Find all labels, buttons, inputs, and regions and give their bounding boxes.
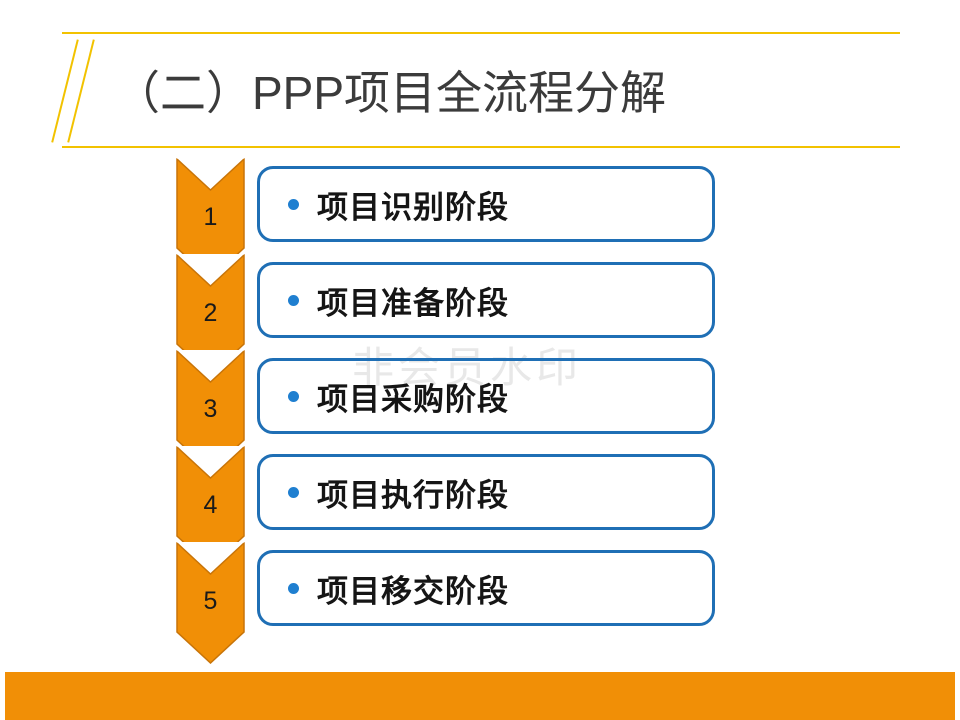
stage-label: 项目识别阶段 bbox=[317, 189, 509, 225]
step-number: 5 bbox=[203, 587, 218, 615]
process-flow: 1 项目识别阶段 2 项目准备阶段 bbox=[0, 158, 960, 668]
step-number: 2 bbox=[203, 299, 218, 327]
chevron-arrow-icon: 3 bbox=[176, 350, 245, 472]
stage-box-1[interactable]: 项目识别阶段 bbox=[257, 166, 715, 242]
bullet-icon bbox=[288, 294, 299, 306]
slash-icon-first bbox=[51, 39, 79, 143]
stage-label: 项目准备阶段 bbox=[317, 285, 509, 321]
flow-step-row: 5 项目移交阶段 bbox=[0, 542, 960, 664]
slash-icon-second bbox=[67, 39, 95, 143]
stage-label: 项目移交阶段 bbox=[317, 573, 509, 609]
bullet-icon bbox=[288, 390, 299, 402]
title-bottom-rule bbox=[62, 146, 900, 148]
chevron-arrow-icon: 2 bbox=[176, 254, 245, 376]
bullet-icon bbox=[288, 582, 299, 594]
bullet-icon bbox=[288, 486, 299, 498]
step-number: 4 bbox=[203, 491, 218, 519]
flow-step-row: 2 项目准备阶段 bbox=[0, 254, 960, 376]
stage-label: 项目采购阶段 bbox=[317, 381, 509, 417]
stage-label: 项目执行阶段 bbox=[317, 477, 509, 513]
stage-box-2[interactable]: 项目准备阶段 bbox=[257, 262, 715, 338]
footer-accent-bar bbox=[5, 672, 955, 720]
stage-box-5[interactable]: 项目移交阶段 bbox=[257, 550, 715, 626]
flow-step-row: 1 项目识别阶段 bbox=[0, 158, 960, 280]
chevron-arrow-icon: 5 bbox=[176, 542, 245, 664]
stage-box-3[interactable]: 项目采购阶段 bbox=[257, 358, 715, 434]
double-slash-decoration bbox=[48, 38, 118, 144]
stage-box-4[interactable]: 项目执行阶段 bbox=[257, 454, 715, 530]
title-top-rule bbox=[62, 32, 900, 34]
chevron-arrow-icon: 4 bbox=[176, 446, 245, 568]
flow-step-row: 3 项目采购阶段 bbox=[0, 350, 960, 472]
page-title: （二）PPP项目全流程分解 bbox=[114, 67, 667, 119]
step-number: 3 bbox=[203, 395, 218, 423]
step-number: 1 bbox=[203, 203, 218, 231]
flow-step-row: 4 项目执行阶段 bbox=[0, 446, 960, 568]
bullet-icon bbox=[288, 198, 299, 210]
